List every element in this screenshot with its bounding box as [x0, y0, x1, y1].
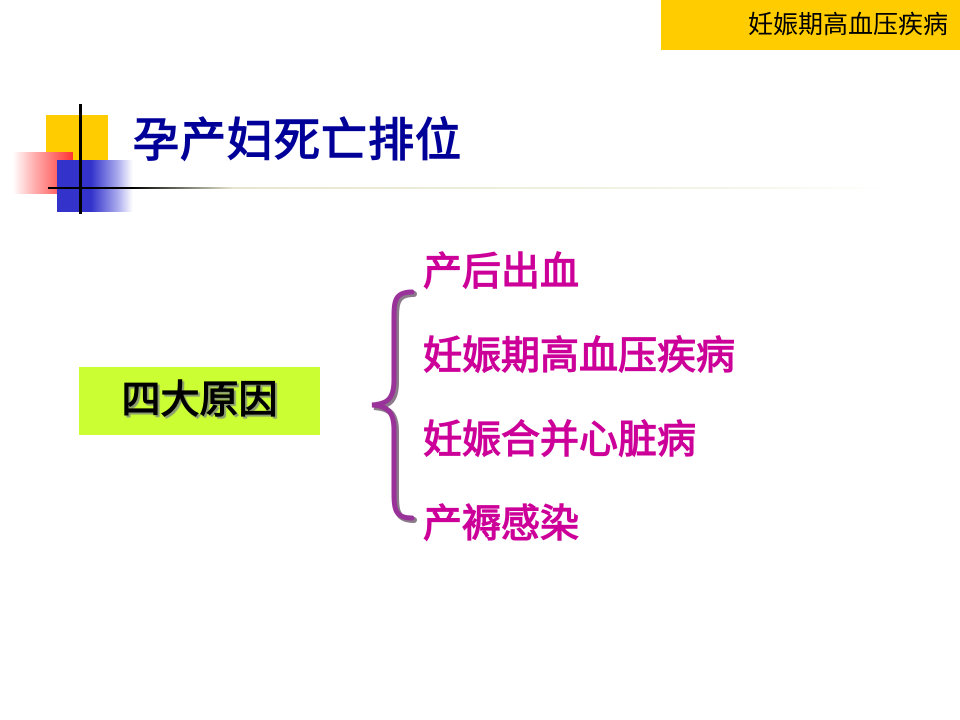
curly-brace-icon — [371, 289, 417, 523]
vertical-line-decoration — [79, 104, 82, 214]
title-underline — [48, 187, 890, 189]
cause-item-postpartum-hemorrhage: 产后出血 — [423, 250, 580, 295]
brace-stroke — [371, 289, 415, 521]
cause-item-puerperal-infection: 产褥感染 — [423, 502, 580, 547]
slide-title: 孕产妇死亡排位 — [133, 113, 462, 167]
header-tag: 妊娠期高血压疾病 — [661, 0, 960, 50]
cause-box: 四大原因 — [79, 367, 320, 435]
cause-item-hypertensive-disorders: 妊娠期高血压疾病 — [423, 334, 736, 379]
cause-box-label: 四大原因 — [121, 378, 278, 423]
cause-list: 产后出血 妊娠期高血压疾病 妊娠合并心脏病 产褥感染 — [423, 243, 735, 579]
cause-item-heart-disease: 妊娠合并心脏病 — [423, 418, 697, 463]
blue-square-decoration — [57, 160, 133, 212]
